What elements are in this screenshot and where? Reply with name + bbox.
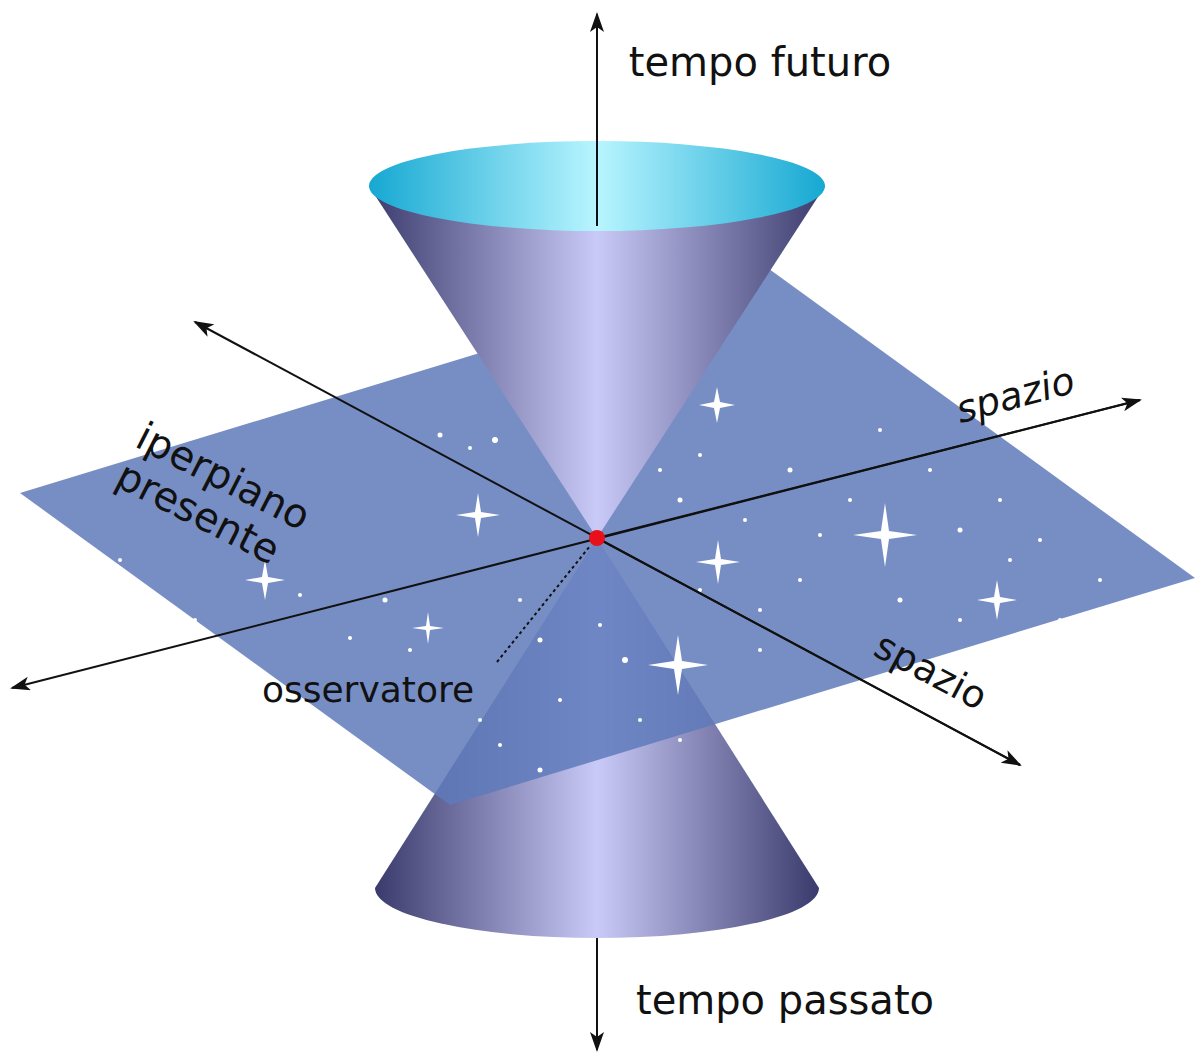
leader-line: [497, 546, 590, 662]
space-axis: [597, 538, 1020, 765]
time-axis: [596, 938, 598, 1050]
axis-label: tempo futuro: [629, 40, 891, 84]
observer-label: osservatore: [262, 670, 474, 710]
future-cone: [369, 186, 825, 538]
observer-point: [589, 530, 605, 546]
space-axis: [597, 400, 1140, 538]
time-axis: [596, 14, 598, 226]
axis-label: tempo passato: [636, 978, 934, 1022]
